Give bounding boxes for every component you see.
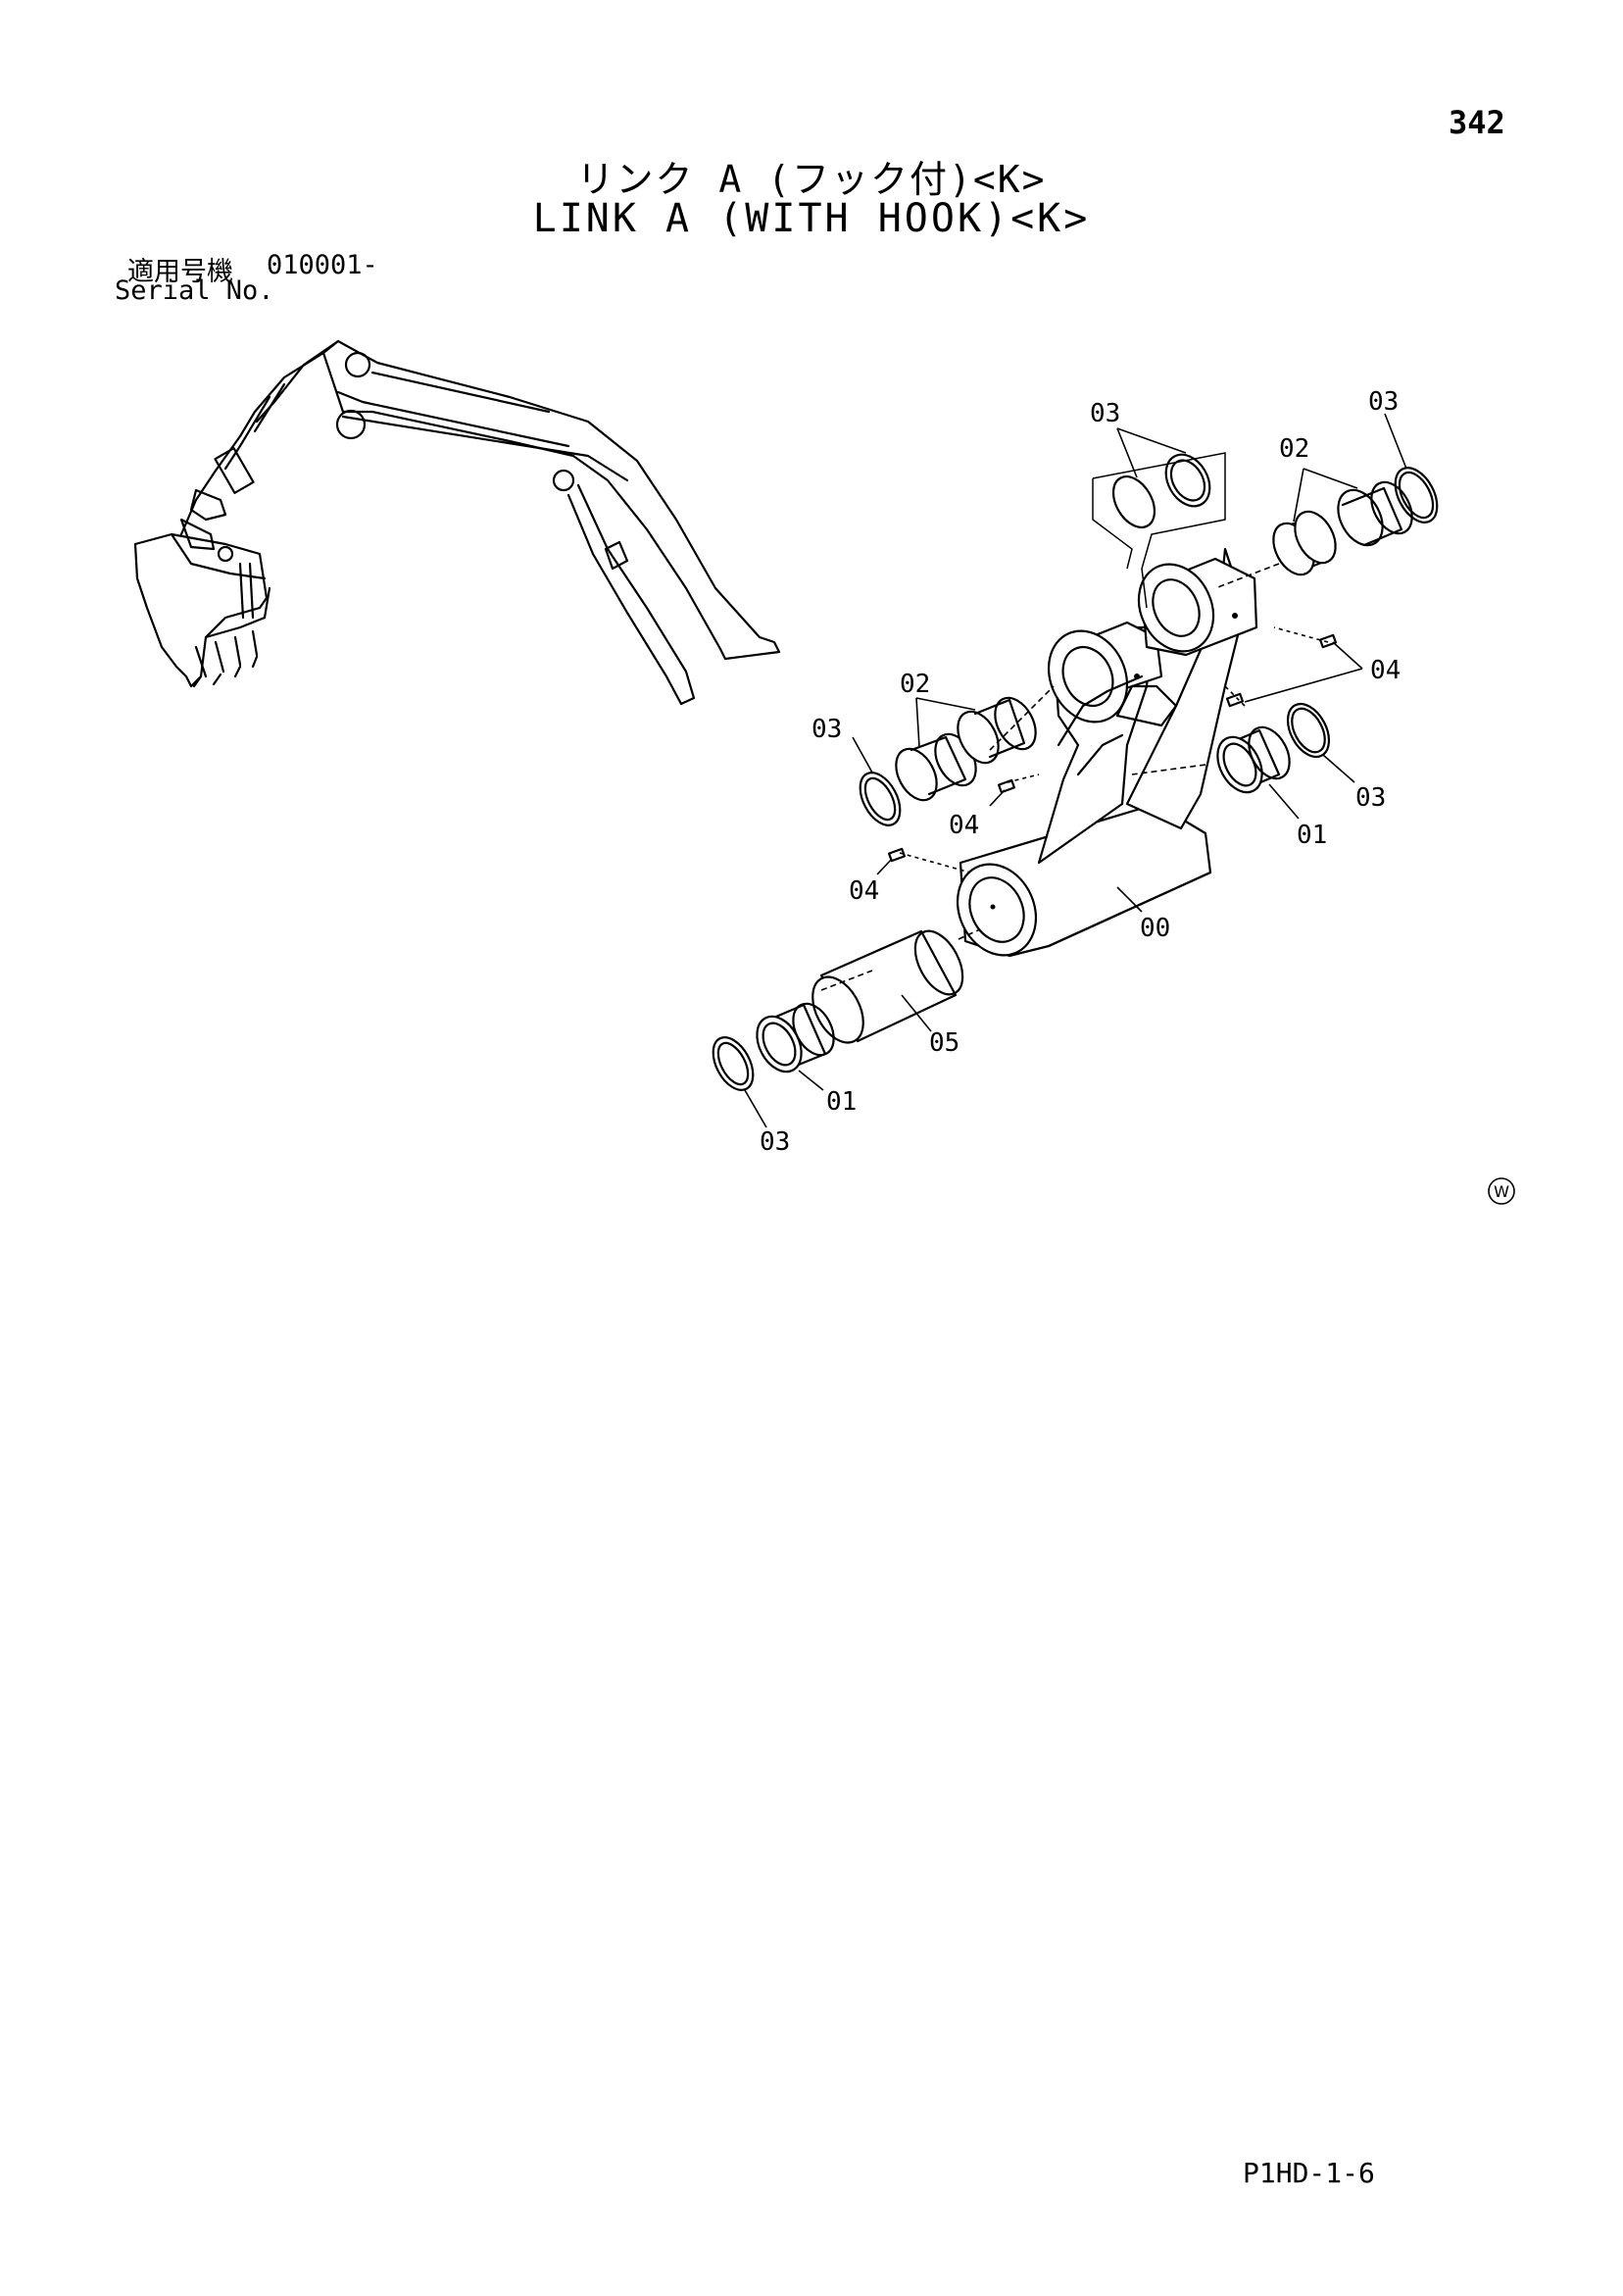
part-02-left bbox=[895, 696, 1037, 802]
part-03-bottom bbox=[712, 1036, 755, 1091]
page-title-japanese: リンク A (フック付)<K> bbox=[576, 158, 1047, 201]
part-03-right bbox=[1286, 702, 1331, 759]
callout-01-bottom: 01 bbox=[826, 1087, 857, 1117]
leader-lines bbox=[744, 413, 1407, 1128]
serial-label-japanese: 適用号機 bbox=[127, 257, 233, 287]
callout-03-topright: 03 bbox=[1368, 387, 1399, 417]
part-03-left bbox=[859, 772, 902, 826]
part-03-topright bbox=[1394, 467, 1439, 524]
callout-02-topright: 02 bbox=[1279, 434, 1309, 464]
svg-text:W: W bbox=[1494, 1182, 1509, 1201]
callout-04-lower: 04 bbox=[849, 876, 879, 906]
footer-code: P1HD-1-6 bbox=[1243, 2157, 1375, 2189]
callout-03-left: 03 bbox=[812, 715, 842, 744]
part-02-topright bbox=[1272, 480, 1413, 576]
callout-03-right: 03 bbox=[1355, 783, 1386, 813]
page-number: 342 bbox=[1449, 104, 1505, 141]
detail-bracket bbox=[1092, 452, 1226, 609]
circled-w-mark: W bbox=[1488, 1177, 1515, 1205]
part-04-fittings bbox=[887, 633, 1338, 863]
part-05-pin bbox=[812, 929, 964, 1044]
callout-04-right: 04 bbox=[1370, 656, 1401, 685]
callout-04-mid: 04 bbox=[949, 811, 979, 840]
link-a-body bbox=[956, 547, 1258, 958]
part-03-top bbox=[1111, 453, 1211, 528]
callout-00: 00 bbox=[1140, 914, 1170, 943]
serial-number-value: 010001- bbox=[267, 250, 378, 280]
callout-03-top: 03 bbox=[1090, 399, 1120, 428]
part-01-bottom bbox=[756, 1002, 835, 1073]
page-title: LINK A (WITH HOOK)<K> bbox=[532, 196, 1091, 241]
excavator-arm-illustration bbox=[133, 339, 781, 706]
serial-label: Serial No. bbox=[115, 275, 274, 306]
callout-05: 05 bbox=[929, 1028, 959, 1058]
callout-01-right: 01 bbox=[1297, 821, 1327, 850]
callout-03-bottom: 03 bbox=[760, 1127, 790, 1157]
callout-02-left: 02 bbox=[900, 670, 930, 699]
part-01-right bbox=[1216, 725, 1291, 794]
